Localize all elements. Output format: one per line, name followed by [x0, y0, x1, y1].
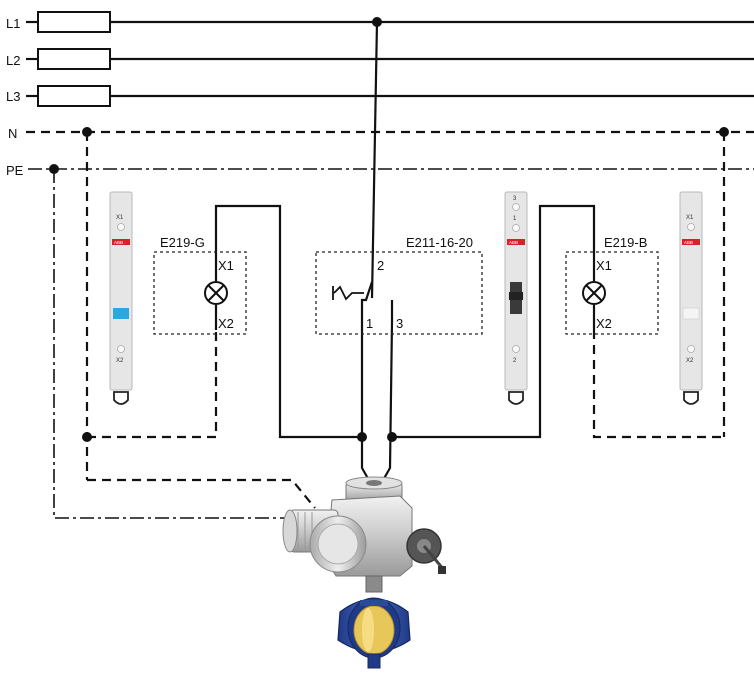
- svg-text:ABB: ABB: [684, 240, 693, 245]
- lamp-g-x2-label: X2: [218, 316, 234, 331]
- din-center-t2: 2: [513, 358, 517, 364]
- label-l3: L3: [6, 89, 20, 104]
- module-e211: E211-16-20 2 1 3: [315, 235, 483, 335]
- wire-terminal-3-down: [381, 321, 394, 483]
- lamp-g-symbol: [204, 281, 228, 305]
- lamp-b-x2-label: X2: [596, 316, 612, 331]
- actuator-valve-illustration: [282, 476, 446, 669]
- wire-pe-to-actuator: [53, 169, 300, 519]
- wire-n-to-lamp-g: [87, 330, 218, 439]
- din-clip-center: [508, 391, 524, 405]
- lamp-b-x1-label: X1: [596, 258, 612, 273]
- line-l1: [26, 11, 754, 33]
- svg-text:ABB: ABB: [509, 240, 518, 245]
- din-device-e219-g: X1 ABB X2: [109, 191, 133, 405]
- wire-n-to-actuator: [87, 478, 316, 509]
- lamp-g-x1-label: X1: [218, 258, 234, 273]
- module-e219-b-title: E219-B: [604, 235, 647, 250]
- line-l3: [26, 85, 754, 107]
- switch-symbol: [332, 281, 394, 322]
- abb-logo-left: [112, 239, 130, 245]
- din-device-e211: 3 1 ABB 2: [504, 191, 528, 405]
- switch-terminal-2-label: 2: [377, 258, 384, 273]
- wire-lamp-b-to-terminal-3: [392, 204, 596, 439]
- indicator-white: [682, 307, 700, 320]
- din-center-t1: 1: [513, 216, 517, 222]
- wire-n-to-lamp-b: [592, 330, 724, 439]
- label-pe: PE: [6, 163, 24, 178]
- label-l2: L2: [6, 53, 20, 68]
- indicator-blue: [113, 308, 129, 319]
- din-right-x2: X2: [686, 358, 694, 364]
- din-right-x1: X1: [686, 215, 694, 221]
- svg-text:ABB: ABB: [114, 240, 123, 245]
- fuse-l1: [37, 11, 111, 33]
- din-left-x2: X2: [116, 358, 124, 364]
- label-n: N: [8, 126, 17, 141]
- switch-terminal-3-label: 3: [396, 316, 403, 331]
- module-e219-b: E219-B X1 X2: [565, 235, 659, 335]
- din-left-x1: X1: [116, 215, 124, 221]
- wire-terminal-1-down: [360, 322, 371, 483]
- abb-logo-center: [507, 239, 525, 245]
- module-e219-g: E219-G X1 X2: [153, 235, 247, 335]
- lamp-b-symbol: [582, 281, 606, 305]
- fuse-l2: [37, 48, 111, 70]
- din-clip-right: [683, 391, 699, 405]
- module-e219-g-title: E219-G: [160, 235, 205, 250]
- abb-logo-right: [682, 239, 700, 245]
- label-l1: L1: [6, 16, 20, 31]
- line-l2: [26, 48, 754, 70]
- wire-l1-to-switch: [370, 21, 379, 299]
- din-device-e219-b: X1 ABB X2: [679, 191, 703, 405]
- din-center-t3: 3: [513, 196, 517, 202]
- din-clip-left: [113, 391, 129, 405]
- switch-terminal-1-label: 1: [366, 316, 373, 331]
- module-e211-title: E211-16-20: [406, 235, 473, 250]
- fuse-l3: [37, 85, 111, 107]
- wire-lamp-g-to-terminal-1: [214, 204, 362, 439]
